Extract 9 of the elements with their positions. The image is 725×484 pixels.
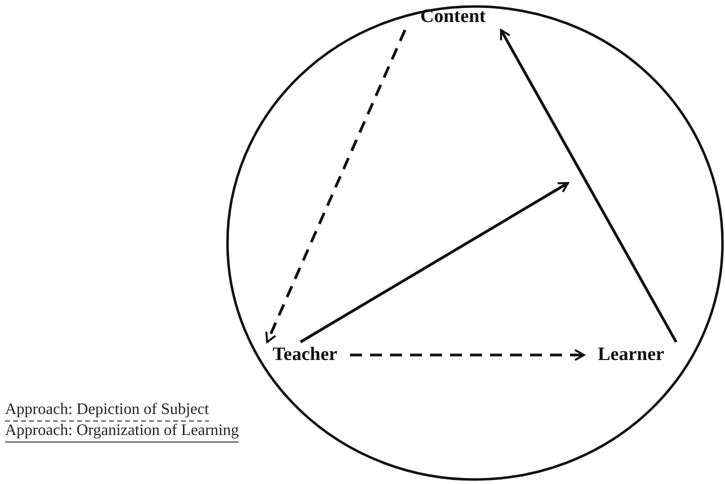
dashed-arrow — [265, 29, 406, 343]
arrow — [300, 182, 569, 344]
node-label: Learner — [596, 343, 666, 367]
legend-label: Approach: Organization of Learning — [5, 422, 239, 440]
arrow — [500, 29, 678, 343]
node-label: Content — [419, 5, 487, 29]
node-label: Teacher — [272, 343, 338, 367]
legend-label: Approach: Depiction of Subject — [5, 401, 209, 419]
dashed-arrow — [350, 349, 585, 361]
